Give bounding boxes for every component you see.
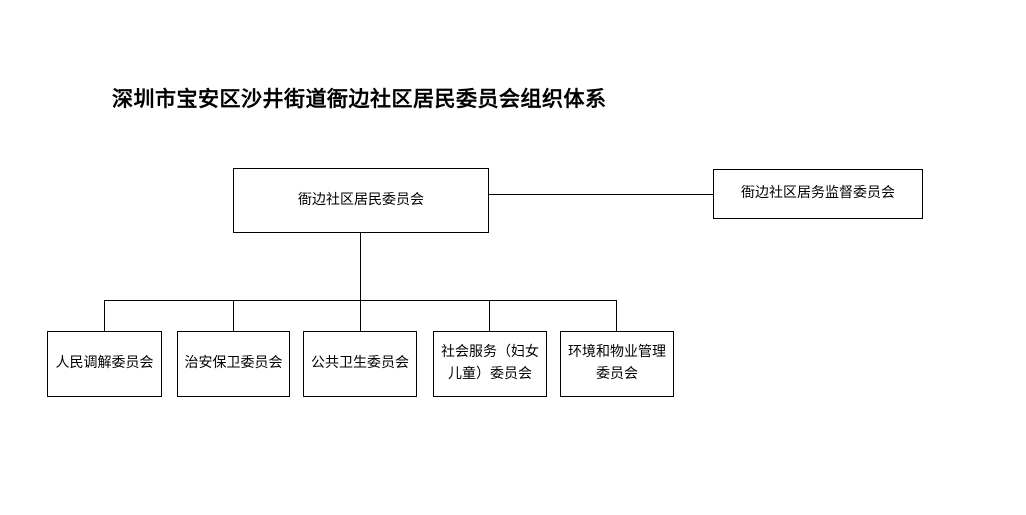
org-box-people-mediation-committee: 人民调解委员会 (47, 331, 162, 397)
connector-drop-committee-1 (104, 300, 105, 331)
org-box-public-security-committee: 治安保卫委员会 (177, 331, 290, 397)
org-box-public-health-committee: 公共卫生委员会 (303, 331, 417, 397)
org-box-environment-property-committee: 环境和物业管理委员会 (560, 331, 674, 397)
org-box-label: 衙边社区居民委员会 (298, 192, 424, 208)
connector-distribution-line (104, 300, 617, 301)
connector-root-stem (360, 233, 361, 331)
connector-drop-committee-5 (616, 300, 617, 331)
org-box-label: 人民调解委员会 (55, 356, 154, 372)
org-box-label: 衙边社区居务监督委员会 (741, 186, 895, 202)
connector-root-to-supervisor (489, 194, 713, 195)
org-box-label: 环境和物业管理委员会 (568, 345, 666, 382)
org-box-label: 治安保卫委员会 (184, 356, 283, 372)
org-box-social-services-committee: 社会服务（妇女儿童）委员会 (433, 331, 547, 397)
org-box-residents-committee: 衙边社区居民委员会 (233, 168, 489, 233)
org-box-supervision-committee: 衙边社区居务监督委员会 (713, 169, 923, 219)
org-box-label: 社会服务（妇女儿童）委员会 (441, 345, 539, 382)
org-box-label: 公共卫生委员会 (311, 356, 409, 372)
connector-drop-committee-2 (233, 300, 234, 331)
page-title: 深圳市宝安区沙井街道衙边社区居民委员会组织体系 (112, 87, 607, 111)
connector-drop-committee-4 (489, 300, 490, 331)
